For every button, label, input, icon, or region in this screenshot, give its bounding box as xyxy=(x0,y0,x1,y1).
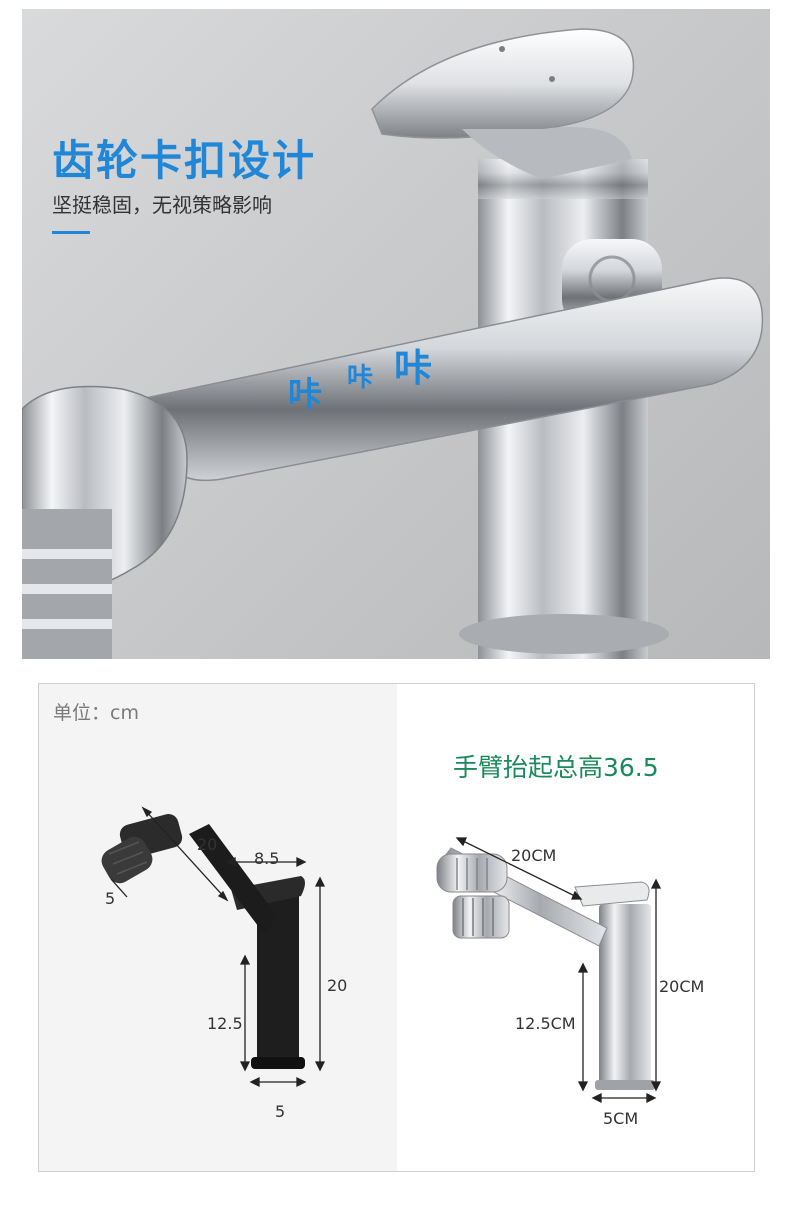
chrome-base-diameter-label: 5CM xyxy=(603,1109,639,1128)
black-body-height-label: 12.5 xyxy=(207,1014,243,1033)
hero-subtitle: 坚挺稳固，无视策略影响 xyxy=(52,193,272,217)
faucet-closeup-illustration xyxy=(22,28,764,659)
black-faucet-illustration xyxy=(101,814,305,1069)
chrome-body-height-label: 12.5CM xyxy=(515,1014,576,1033)
black-spout-width-label: 5 xyxy=(105,889,116,908)
chrome-arm-length-label: 20CM xyxy=(511,846,557,865)
chrome-faucet-illustration xyxy=(436,847,655,1090)
hero-product-photo: 齿轮卡扣设计 坚挺稳固，无视策略影响 咔 咔 咔 xyxy=(22,9,770,659)
black-head-length-label: 8.5 xyxy=(254,849,280,868)
title-underline xyxy=(52,231,90,234)
click-sound-1: 咔 xyxy=(288,375,322,415)
black-arm-length-label: 20 xyxy=(197,835,218,854)
chrome-faucet-dimension-lines xyxy=(455,837,662,1104)
black-faucet-panel xyxy=(39,684,397,1171)
black-base-diameter-label: 5 xyxy=(275,1102,286,1121)
click-sound-3: 咔 xyxy=(394,346,433,390)
chrome-total-height-label: 20CM xyxy=(659,977,705,996)
click-sound-2: 咔 xyxy=(347,363,374,393)
raised-height-label: 手臂抬起总高36.5 xyxy=(453,753,659,782)
hero-title: 齿轮卡扣设计 xyxy=(52,136,317,185)
dimension-drawings xyxy=(101,806,662,1104)
unit-label: 单位：cm xyxy=(53,702,139,724)
black-faucet-dimension-lines xyxy=(110,806,326,1088)
black-total-height-label: 20 xyxy=(327,976,348,995)
dimension-panel: 单位：cm 手臂抬起总高36.5 20 5 8.5 20 12.5 5 20CM… xyxy=(38,683,755,1172)
